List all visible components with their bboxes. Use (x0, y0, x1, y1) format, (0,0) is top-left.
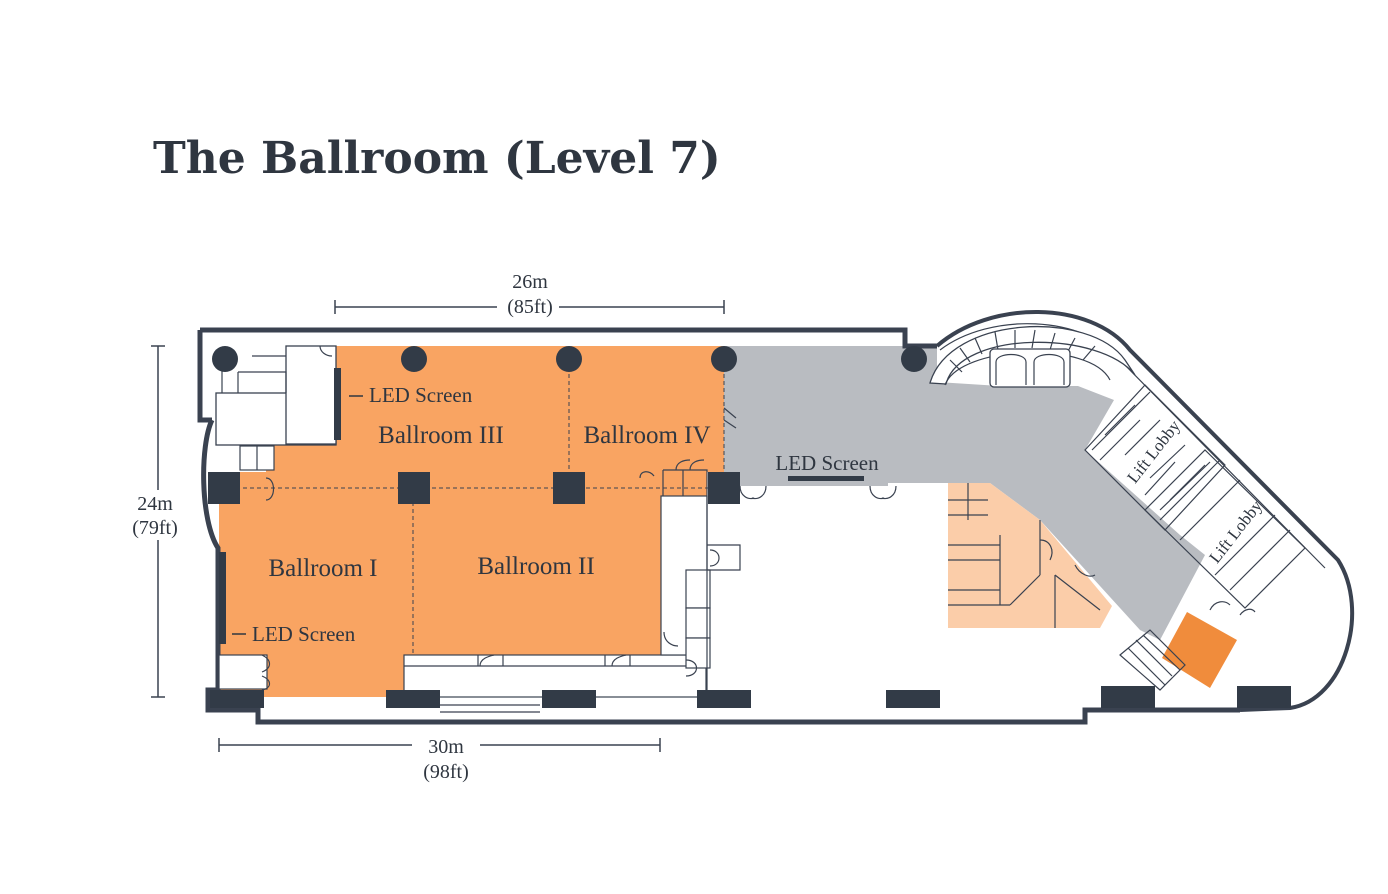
ballroom-partitions (222, 360, 725, 655)
room-label-ballroom-1: Ballroom I (268, 555, 377, 582)
lift-lobby-label-2: Lift Lobby (1205, 496, 1266, 567)
led-screen-label-left-group: LED Screen (232, 622, 356, 646)
dimension-top: 26m (85ft) (334, 271, 725, 319)
led-screen-bar-foyer (788, 476, 864, 481)
led-screen-label-left: LED Screen (252, 622, 356, 646)
led-screen-label-top-group: LED Screen (349, 383, 473, 407)
service-area (948, 483, 1112, 628)
service-block-center (639, 459, 741, 690)
led-screen-bar-left (219, 552, 226, 644)
service-block-left (218, 445, 275, 691)
led-screen-label-top: LED Screen (369, 383, 473, 407)
dimension-bottom-imperial: (98ft) (423, 761, 469, 783)
led-screen-bar-top (334, 368, 341, 440)
room-label-ballroom-2: Ballroom II (477, 553, 594, 580)
page-title: The Ballroom (Level 7) (153, 133, 721, 184)
round-columns (212, 346, 927, 372)
lift-bank-upper (1084, 384, 1226, 531)
room-label-ballroom-3: Ballroom III (378, 422, 504, 449)
square-columns (208, 472, 1291, 708)
foyer-doors (723, 407, 897, 500)
stair-bottom-right (1119, 601, 1256, 691)
service-block-top-left (215, 345, 337, 446)
led-screen-label-foyer: LED Screen (775, 451, 879, 475)
outer-walls (197, 310, 1354, 725)
room-label-ballroom-4: Ballroom IV (583, 422, 710, 449)
foyer-area (724, 346, 1205, 640)
dimension-bottom: 30m (98ft) (218, 733, 661, 783)
service-area-details (948, 483, 1101, 628)
dimension-left-metric: 24m (137, 493, 173, 515)
lift-bank-lower (1144, 449, 1306, 609)
dimension-top-imperial: (85ft) (507, 296, 553, 318)
dimension-bottom-metric: 30m (428, 736, 464, 758)
spiral-staircase (929, 326, 1136, 388)
dimension-top-metric: 26m (512, 271, 548, 293)
dimension-left: 24m (79ft) (125, 345, 189, 698)
dimension-left-imperial: (79ft) (132, 517, 178, 539)
